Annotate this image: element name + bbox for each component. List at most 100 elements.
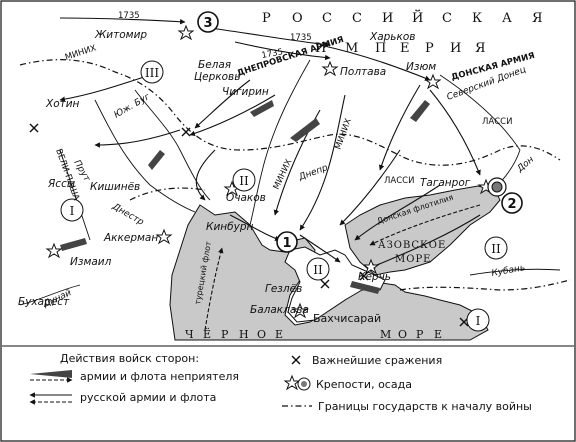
city-yassy: Яссы bbox=[47, 178, 75, 190]
city-ochakov: Очаков bbox=[226, 192, 266, 204]
army-lassi-mid: ЛАССИ bbox=[384, 176, 414, 186]
svg-text:МОРЕ: МОРЕ bbox=[395, 254, 431, 265]
svg-text:Ч: Ч bbox=[185, 328, 194, 341]
svg-text:Р: Р bbox=[262, 11, 271, 26]
svg-text:С: С bbox=[352, 11, 362, 26]
roman-3: III bbox=[145, 66, 159, 80]
city-belaya-tserkov-2: Церковь bbox=[194, 71, 240, 83]
army-lassi-top: ЛАССИ bbox=[482, 117, 512, 127]
fortress-markers bbox=[45, 24, 495, 319]
svg-text:Я: Я bbox=[532, 11, 543, 26]
fortress-star-icon bbox=[291, 302, 309, 319]
svg-text:Е: Е bbox=[400, 41, 410, 56]
enemy-routes bbox=[60, 100, 430, 294]
city-gezlev: Гезлёв bbox=[265, 283, 302, 295]
battle-markers bbox=[29, 123, 469, 327]
svg-text:О: О bbox=[292, 11, 303, 26]
city-poltava: Полтава bbox=[340, 66, 386, 78]
city-belaya-tserkov-1: Белая bbox=[198, 59, 231, 71]
legend-battles: Важнейшие сражения bbox=[312, 354, 442, 367]
legend-enemy: армии и флота неприятеля bbox=[80, 370, 239, 383]
numbered-markers: 3 1 2 bbox=[197, 11, 523, 253]
year-1735-mid: 1735 bbox=[290, 33, 312, 43]
svg-text:Я: Я bbox=[475, 41, 486, 56]
city-balaklava: Балаклава bbox=[250, 304, 309, 316]
svg-text:Й: Й bbox=[412, 9, 423, 26]
city-izyum: Изюм bbox=[406, 61, 436, 73]
svg-text:Н: Н bbox=[239, 328, 249, 341]
legend-russian-swatch bbox=[29, 392, 72, 405]
svg-text:О: О bbox=[257, 328, 266, 341]
year-1735-top: 1735 bbox=[118, 11, 140, 21]
svg-text:Е: Е bbox=[275, 328, 283, 341]
city-labels: Житомир Харьков Белая Церковь Полтава Из… bbox=[18, 29, 471, 325]
battle-marker bbox=[320, 279, 330, 289]
legend-battle-icon bbox=[291, 355, 301, 365]
battle-marker bbox=[181, 127, 191, 137]
azov-sea-label: АЗОВСКОЕ МОРЕ bbox=[378, 240, 446, 265]
city-kishinev: Кишинёв bbox=[90, 181, 140, 193]
city-zhitomir: Житомир bbox=[94, 29, 147, 41]
svg-text:М: М bbox=[345, 41, 358, 56]
legend-russian: русской армии и флота bbox=[80, 391, 216, 404]
rivers bbox=[19, 59, 561, 306]
fortress-star-icon bbox=[362, 258, 380, 275]
marker-2: 2 bbox=[507, 197, 516, 212]
legend-title: Действия войск сторон: bbox=[60, 352, 199, 365]
city-taganrog: Таганрог bbox=[420, 177, 471, 189]
legend: Действия войск сторон: армии и флота неп… bbox=[2, 345, 574, 413]
fortress-star-icon bbox=[45, 242, 63, 259]
marker-3: 3 bbox=[203, 16, 212, 31]
city-bukharest: Бухарест bbox=[18, 296, 70, 308]
fortress-star-icon bbox=[155, 228, 173, 245]
turkish-fleet-route bbox=[204, 247, 224, 331]
theatre-markers: III II I II II I bbox=[60, 60, 508, 332]
city-kerch: Керчь bbox=[358, 271, 391, 283]
year-labels: 1735 1735 1735 bbox=[118, 11, 312, 61]
svg-text:Ё: Ё bbox=[203, 327, 211, 341]
roman-2-crimea: II bbox=[313, 263, 323, 277]
city-bakhchisaray: Бахчисарай bbox=[313, 312, 381, 325]
year-1735-dnepr: 1735 bbox=[261, 47, 284, 61]
battle-marker bbox=[29, 123, 39, 133]
svg-text:АЗОВСКОЕ: АЗОВСКОЕ bbox=[378, 240, 446, 251]
svg-text:И: И bbox=[315, 41, 326, 56]
svg-text:И: И bbox=[382, 11, 393, 26]
svg-text:Р: Р bbox=[416, 328, 424, 341]
state-borders bbox=[19, 59, 571, 291]
roman-2-right: II bbox=[491, 242, 501, 256]
legend-borders: Границы государств к началу войны bbox=[318, 400, 532, 413]
battle-marker bbox=[359, 271, 369, 281]
svg-text:А: А bbox=[502, 11, 512, 26]
fortress-star-icon bbox=[177, 24, 195, 41]
fortress-star-icon bbox=[321, 60, 339, 77]
roman-1-left: I bbox=[70, 204, 75, 218]
siege-marker-icon bbox=[487, 177, 507, 197]
legend-fortresses: Крепости, осада bbox=[316, 378, 412, 391]
city-akkerman: Аккерман bbox=[103, 232, 158, 244]
svg-text:П: П bbox=[375, 41, 386, 56]
svg-text:М: М bbox=[380, 328, 391, 341]
svg-text:Е: Е bbox=[434, 328, 442, 341]
svg-text:Р: Р bbox=[221, 328, 229, 341]
roman-1-right: I bbox=[476, 314, 481, 328]
legend-enemy-swatch bbox=[30, 370, 73, 383]
svg-text:Р: Р bbox=[425, 41, 434, 56]
city-izmail: Измаил bbox=[70, 256, 112, 268]
city-khotin: Хотин bbox=[45, 98, 80, 110]
legend-fortress-icon bbox=[283, 374, 301, 391]
russian-army-routes bbox=[59, 17, 481, 269]
marker-1: 1 bbox=[282, 236, 291, 251]
russian-empire-label: Р О С С И Й С К А Я bbox=[262, 9, 543, 26]
city-kinburn: Кинбурн bbox=[206, 221, 253, 233]
fortress-star-icon bbox=[424, 73, 442, 90]
svg-text:С: С bbox=[442, 11, 452, 26]
city-chigirin: Чигирин bbox=[222, 86, 269, 98]
svg-text:С: С bbox=[322, 11, 332, 26]
legend-siege-icon bbox=[297, 377, 311, 391]
svg-text:К: К bbox=[472, 11, 482, 26]
black-sea-label: Ч Ё Р Н О Е М О Р Е bbox=[185, 327, 442, 341]
